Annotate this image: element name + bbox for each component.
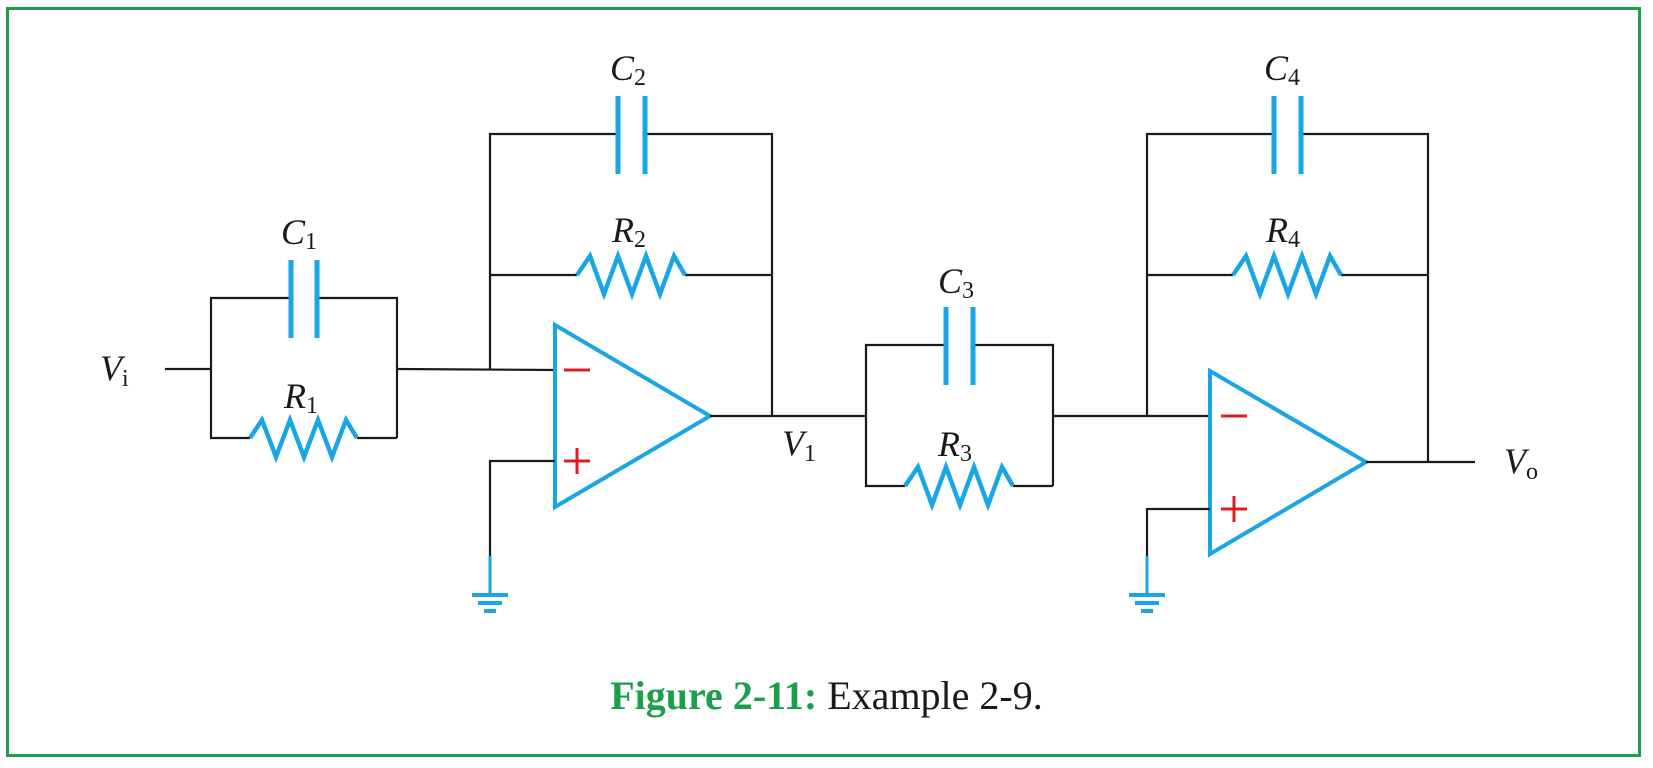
resistor-r3 — [903, 460, 1015, 512]
opamp-1 — [488, 321, 866, 556]
resistor-r1 — [248, 413, 359, 464]
label-c3: C3 — [938, 261, 974, 304]
capacitor-c2 — [615, 96, 648, 174]
capacitor-c4 — [1271, 96, 1304, 174]
input-network — [165, 296, 556, 440]
label-c4: C4 — [1264, 48, 1300, 91]
capacitor-c3 — [943, 307, 976, 385]
opamp1-feedback — [488, 132, 774, 416]
label-c1: C1 — [281, 212, 317, 255]
opamp2-feedback — [1145, 132, 1430, 462]
caption-text: Example 2-9. — [817, 673, 1043, 718]
label-v1: V1 — [782, 423, 816, 467]
label-r2: R2 — [611, 210, 646, 253]
ground-1 — [472, 556, 508, 613]
label-r3: R3 — [937, 424, 972, 467]
label-r4: R4 — [1265, 210, 1300, 253]
capacitor-c1 — [288, 260, 320, 338]
resistor-r2 — [575, 249, 687, 301]
middle-network — [864, 343, 1210, 488]
figure-number: Figure 2-11: — [610, 673, 818, 718]
label-vo: Vo — [1504, 441, 1538, 485]
ground-2 — [1129, 556, 1165, 613]
label-vi: Vi — [100, 348, 129, 392]
opamp-2 — [1145, 367, 1475, 558]
label-r1: R1 — [283, 376, 318, 419]
figure-frame — [6, 7, 1641, 757]
label-c2: C2 — [610, 48, 646, 91]
figure-caption: Figure 2-11: Example 2-9. — [0, 672, 1653, 719]
resistor-r4 — [1231, 249, 1343, 301]
